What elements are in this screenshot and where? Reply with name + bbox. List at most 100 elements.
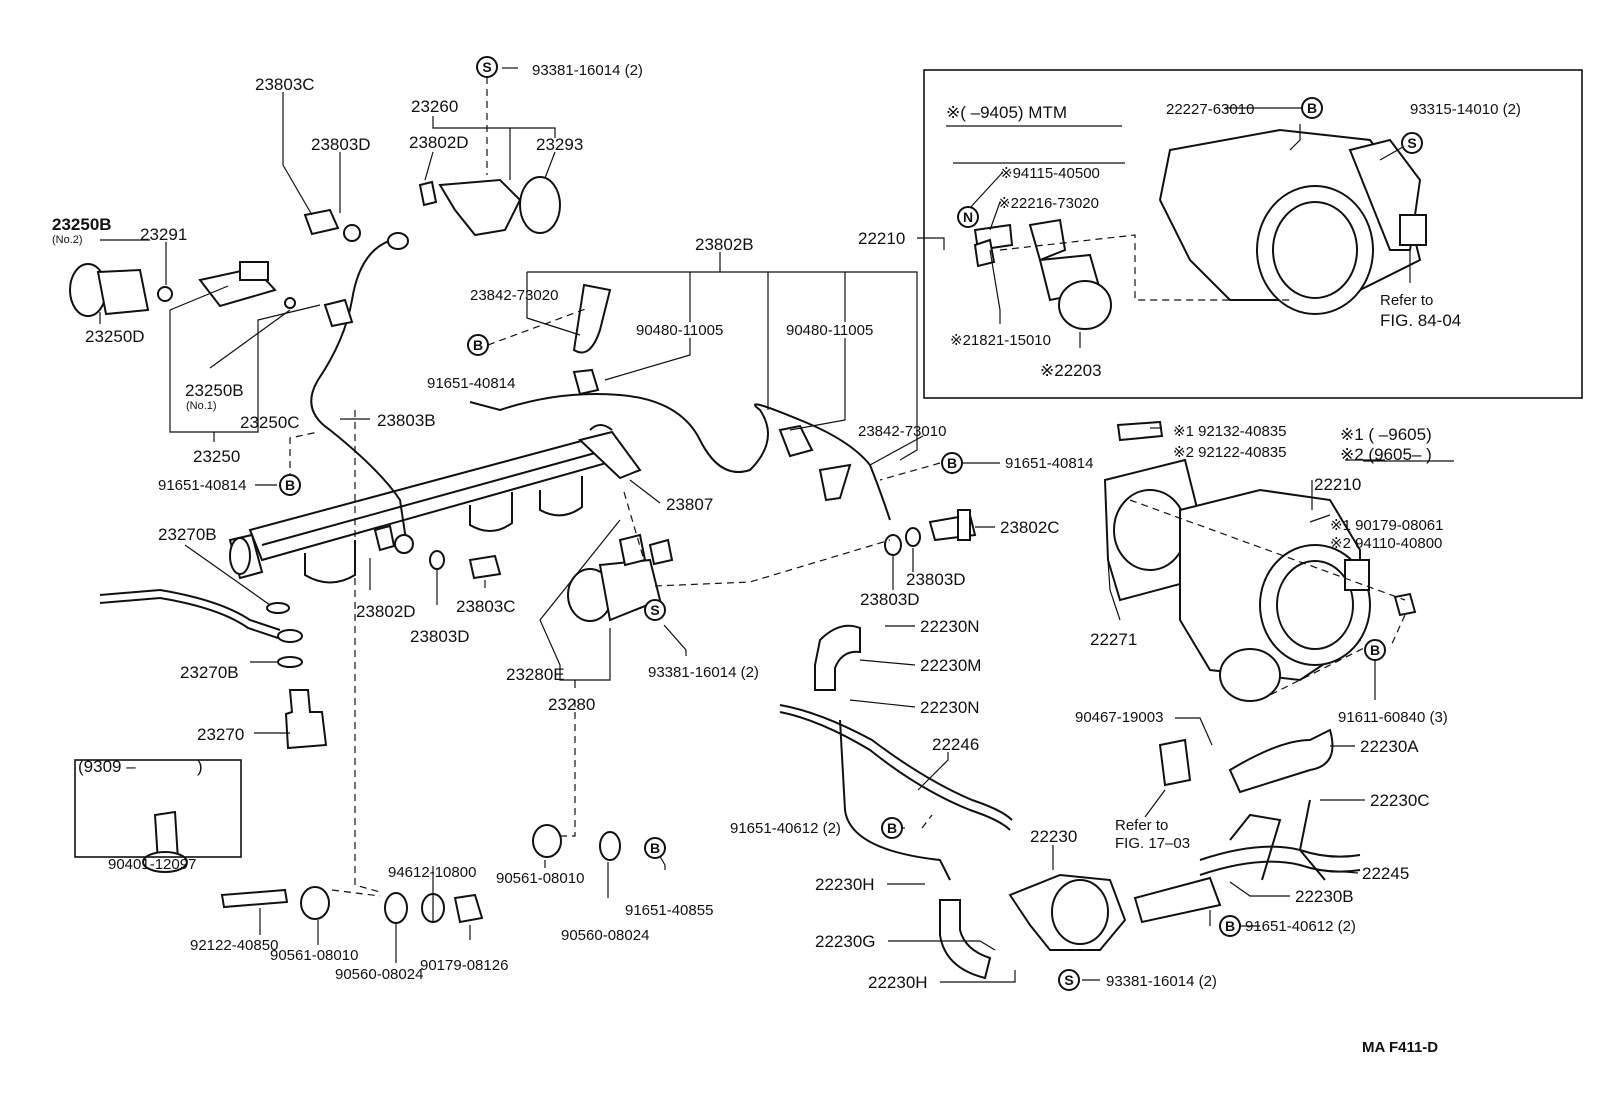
svg-text:B: B [1370, 642, 1380, 658]
fuel-pipe-23803b [310, 239, 407, 541]
label-23842-73010: 23842-73010 [858, 423, 946, 440]
fuel-injector [69, 261, 296, 317]
label-23803d-low: 23803D [410, 627, 470, 646]
b-symbol: B [1364, 639, 1386, 661]
label-23250: 23250 [193, 447, 240, 466]
label-90560-b: 90560-08024 [335, 966, 423, 983]
label-fig-17-03: FIG. 17–03 [1115, 835, 1190, 852]
delivery-pipe [228, 424, 642, 584]
pressure-regulator [567, 533, 674, 622]
label-23291: 23291 [140, 225, 187, 244]
water-bypass-hoses [779, 624, 1361, 980]
label-22230h-b: 22230H [868, 973, 928, 992]
svg-text:B: B [887, 820, 897, 836]
label-no1: (No.1) [186, 400, 217, 412]
symbol-markers: S S S S B B B B B B B B N [279, 56, 1423, 991]
label-93381-bottom: 93381-16014 (2) [1106, 973, 1217, 990]
label-22246: 22246 [932, 735, 979, 754]
throttle-body-lower [1103, 420, 1417, 702]
label-22230g: 22230G [815, 932, 876, 951]
label-23802c: 23802C [1000, 518, 1060, 537]
union-bolt-inset-box [74, 759, 242, 858]
label-22210-box: 22210 [858, 229, 905, 248]
svg-text:B: B [947, 455, 957, 471]
label-91651-mid: 91651-40814 [427, 375, 515, 392]
label-23250c: 23250C [240, 413, 300, 432]
label-90561-b: 90561-08010 [270, 947, 358, 964]
svg-text:S: S [1064, 972, 1073, 988]
label-23260: 23260 [411, 97, 458, 116]
label-23250b-no1: 23250B [185, 381, 244, 400]
part-illustrations [69, 128, 1427, 980]
label-93381-mid: 93381-16014 (2) [648, 664, 759, 681]
b-symbol: B [1219, 915, 1241, 937]
label-22230m: 22230M [920, 656, 981, 675]
label-22230a: 22230A [1360, 737, 1419, 756]
label-23803c-low: 23803C [456, 597, 516, 616]
label-90561-a: 90561-08010 [496, 870, 584, 887]
part-labels: 23803C 23260 23803D 23802D 23293 93381-1… [52, 62, 1521, 1056]
label-90480-b: 90480-11005 [786, 322, 873, 339]
label-22230b: 22230B [1295, 887, 1354, 906]
label-94115: ※94115-40500 [1000, 165, 1100, 182]
label-90480-a: 90480-11005 [636, 322, 723, 339]
svg-text:B: B [473, 337, 483, 353]
mtm-inset-box [923, 69, 1583, 399]
label-94612: 94612-10800 [388, 864, 476, 881]
label-22230: 22230 [1030, 827, 1077, 846]
svg-text:B: B [285, 477, 295, 493]
label-22210-right: 22210 [1314, 475, 1361, 494]
label-refer-to-17: Refer to [1115, 817, 1168, 834]
label-22230h-a: 22230H [815, 875, 875, 894]
label-91611: 91611-60840 (3) [1338, 709, 1448, 726]
svg-text:S: S [650, 602, 659, 618]
label-23250d: 23250D [85, 327, 145, 346]
label-21821: ※21821-15010 [950, 332, 1051, 349]
label-refer-to: Refer to [1380, 292, 1433, 309]
fuel-pipe-23802b [469, 393, 891, 521]
label-23803b: 23803B [377, 411, 436, 430]
b-symbol: B [279, 474, 301, 496]
label-93381-top: 93381-16014 (2) [532, 62, 643, 79]
label-23803c: 23803C [255, 75, 315, 94]
label-22271: 22271 [1090, 630, 1137, 649]
label-23250b-no2: 23250B [52, 215, 112, 234]
figure-code: MA F411-D [1362, 1039, 1438, 1056]
label-22230n-b: 22230N [920, 698, 980, 717]
svg-text:S: S [482, 59, 491, 75]
label-23270b-a: 23270B [158, 525, 217, 544]
throttle-body-top [1158, 128, 1427, 315]
label-mtm-note: ※( –9405) MTM [946, 103, 1067, 122]
b-symbol: B [941, 452, 963, 474]
leader-lines [99, 67, 1411, 983]
label-22230c: 22230C [1370, 791, 1430, 810]
label-22203: ※22203 [1040, 361, 1102, 380]
svg-text:S: S [1407, 135, 1416, 151]
svg-text:B: B [650, 840, 660, 856]
label-23280e: 23280E [506, 665, 565, 684]
label-90179-08061: ※1 90179-08061 [1330, 517, 1444, 534]
label-23803d-r2: 23803D [860, 590, 920, 609]
label-23293: 23293 [536, 135, 583, 154]
label-22227: 22227-63010 [1166, 101, 1254, 118]
label-fig-84-04: FIG. 84-04 [1380, 311, 1461, 330]
b-symbol: B [881, 817, 903, 839]
label-23803d: 23803D [311, 135, 371, 154]
svg-text:N: N [963, 209, 973, 225]
s-symbol: S [1058, 969, 1080, 991]
label-93315: 93315-14010 (2) [1410, 101, 1521, 118]
idle-speed-control [973, 218, 1112, 330]
label-91651-40612-left: 91651-40612 (2) [730, 820, 841, 837]
label-9309-close: ) [197, 757, 203, 776]
b-symbol: B [467, 334, 489, 356]
label-23802d: 23802D [409, 133, 469, 152]
svg-text:B: B [1307, 100, 1317, 116]
label-23803d-r1: 23803D [906, 570, 966, 589]
label-91651-left: 91651-40814 [158, 477, 246, 494]
label-note2: ※2 (9605– ) [1340, 445, 1432, 464]
label-92122-40850: 92122-40850 [190, 937, 278, 954]
label-22245: 22245 [1362, 864, 1409, 883]
label-22216: ※22216-73020 [998, 195, 1099, 212]
label-90467: 90467-19003 [1075, 709, 1163, 726]
